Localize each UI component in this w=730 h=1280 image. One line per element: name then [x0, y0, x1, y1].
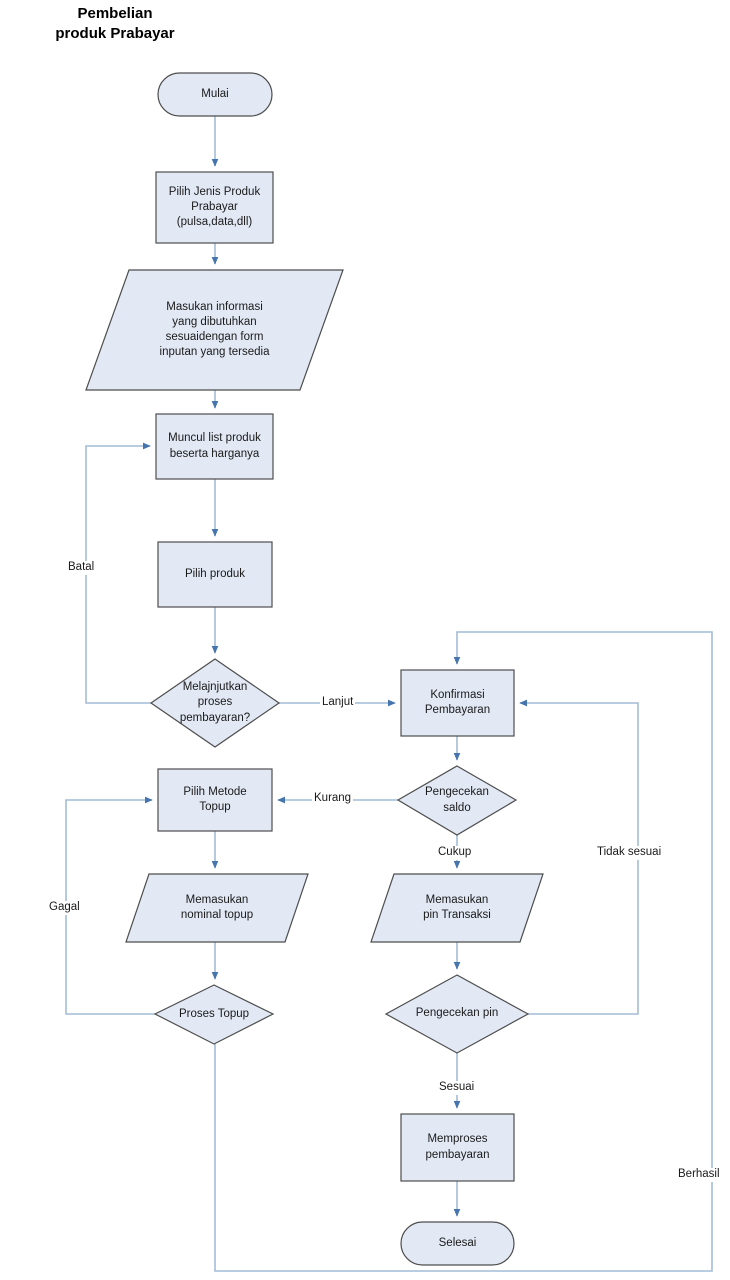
node-konfirmasi-shape[interactable] — [400, 669, 515, 737]
edge-label-kurang: Kurang — [312, 792, 354, 806]
edge-proses_topup-to-konfirmasi — [214, 631, 713, 1272]
node-memproses-shape[interactable] — [400, 1113, 515, 1182]
node-pengecekan_saldo-shape[interactable] — [396, 765, 518, 836]
edge-label-berhasil: Berhasil — [676, 1168, 722, 1182]
node-nominal_topup-shape[interactable] — [125, 873, 309, 943]
page-title: Pembelian produk Prabayar — [55, 5, 175, 43]
node-pilih_jenis-shape[interactable] — [155, 171, 274, 244]
edge-label-batal: Batal — [66, 561, 97, 575]
edge-label-sesuai: Sesuai — [437, 1081, 477, 1095]
edge-label-lanjut: Lanjut — [320, 696, 356, 710]
node-muncul_list-shape[interactable] — [155, 413, 274, 480]
edge-label-cukup: Cukup — [436, 846, 474, 860]
node-selesai-shape[interactable] — [400, 1221, 515, 1266]
node-pin_transaksi-shape[interactable] — [370, 873, 544, 943]
node-masukan_info-shape[interactable] — [85, 269, 344, 391]
node-pengecekan_pin-shape[interactable] — [384, 974, 530, 1054]
edge-label-tidak-sesuai: Tidak sesuai — [595, 846, 664, 860]
node-mulai-shape[interactable] — [157, 72, 273, 117]
node-pilih_produk-shape[interactable] — [157, 541, 273, 608]
node-proses_topup-shape[interactable] — [153, 984, 275, 1045]
node-melanjutkan-shape[interactable] — [149, 658, 281, 748]
node-pilih_metode-shape[interactable] — [157, 768, 273, 832]
edge-label-gagal: Gagal — [47, 901, 82, 915]
